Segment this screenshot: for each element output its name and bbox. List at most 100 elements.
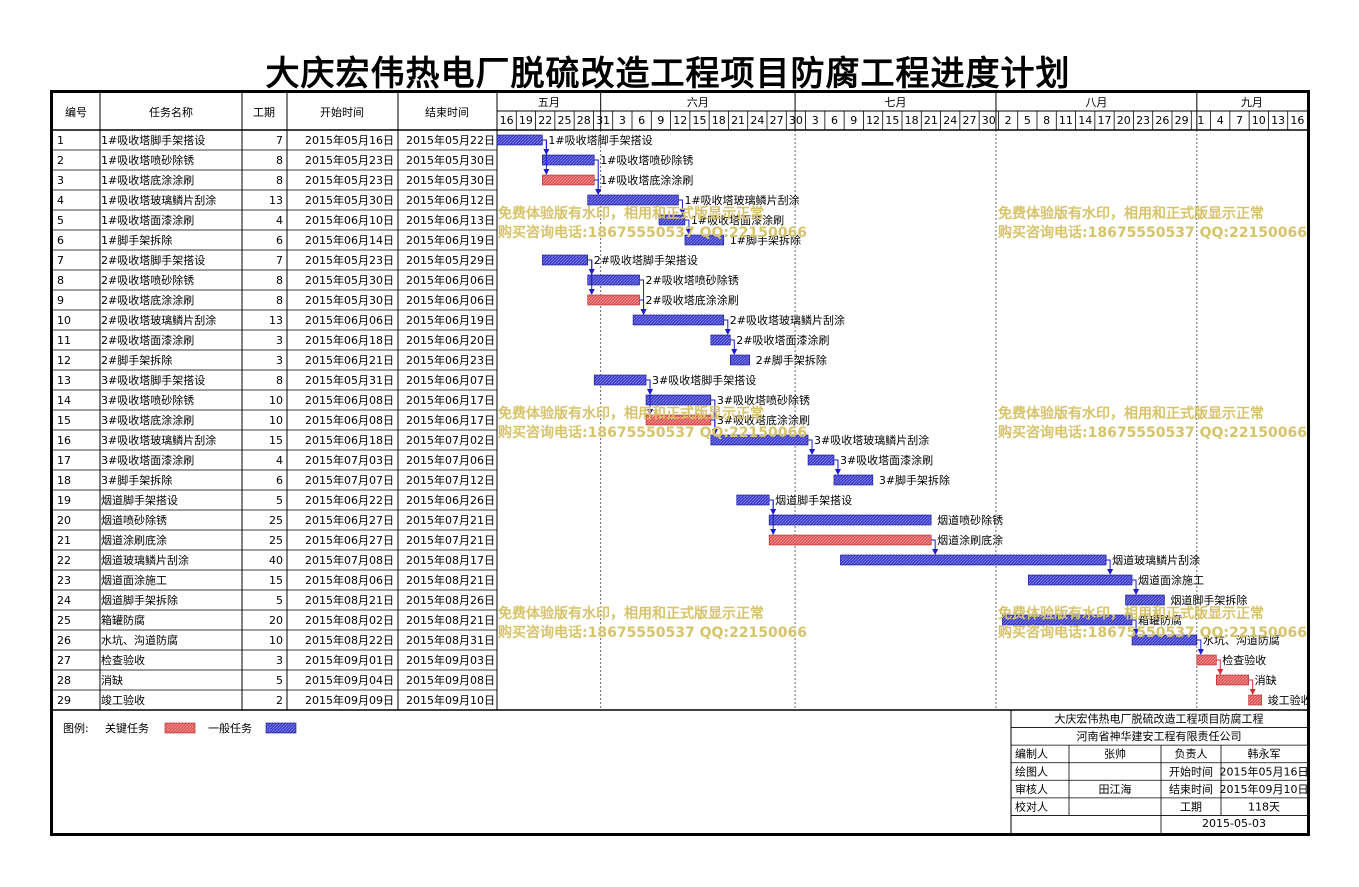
normal-task-bar[interactable] [840, 554, 1107, 566]
bar-label: 1#吸收塔底涂涂刷 [600, 173, 693, 187]
task-duration: 8 [276, 274, 283, 287]
info-cell: 审核人 [1015, 782, 1048, 796]
task-name[interactable]: 竣工验收 [101, 693, 145, 707]
task-name[interactable]: 1#吸收塔底涂涂刷 [101, 173, 194, 187]
task-name[interactable]: 2#吸收塔玻璃鳞片刮涂 [101, 313, 216, 327]
task-end: 2015年08月26日 [406, 593, 495, 607]
info-cell: 张帅 [1104, 748, 1126, 761]
task-id: 27 [57, 654, 71, 667]
page-title: 大庆宏伟热电厂脱硫改造工程项目防腐工程进度计划 [265, 54, 1071, 94]
critical-task-bar[interactable] [768, 534, 932, 546]
normal-task-bar[interactable] [587, 274, 640, 286]
task-duration: 25 [269, 534, 283, 547]
task-duration: 2 [276, 694, 283, 707]
task-start: 2015年09月09日 [305, 693, 394, 707]
task-name[interactable]: 3#吸收塔玻璃鳞片刮涂 [101, 433, 216, 447]
day-tick-label: 4 [1217, 114, 1224, 127]
task-name[interactable]: 检查验收 [101, 653, 145, 667]
task-start: 2015年05月16日 [305, 133, 394, 147]
dependency-link [1132, 619, 1140, 635]
day-tick-label: 10 [1252, 114, 1266, 127]
task-duration: 10 [269, 394, 283, 407]
task-start: 2015年05月31日 [305, 373, 394, 387]
normal-task-bar[interactable] [496, 134, 543, 146]
task-id: 8 [57, 274, 64, 287]
normal-task-bar[interactable] [1028, 574, 1133, 586]
normal-task-bar[interactable] [807, 454, 835, 466]
critical-task-bar[interactable] [645, 414, 712, 426]
task-start: 2015年06月18日 [305, 333, 394, 347]
task-name[interactable]: 2#吸收塔面漆涂刷 [101, 333, 194, 347]
day-tick-label: 9 [850, 114, 857, 127]
month-label: 九月 [1241, 96, 1263, 109]
critical-task-bar[interactable] [1248, 694, 1262, 706]
task-name[interactable]: 3#吸收塔脚手架搭设 [101, 373, 205, 387]
task-duration: 7 [276, 254, 283, 267]
normal-task-bar[interactable] [729, 354, 751, 366]
task-name[interactable]: 烟道脚手架搭设 [101, 493, 178, 507]
column-header-2: 工期 [253, 106, 275, 119]
task-name[interactable]: 3#吸收塔底涂涂刷 [101, 413, 194, 427]
normal-task-bar[interactable] [542, 254, 589, 266]
task-name[interactable]: 消缺 [101, 673, 123, 687]
normal-task-bar[interactable] [593, 374, 647, 386]
bar-label: 烟道脚手架搭设 [775, 493, 852, 507]
critical-task-bar[interactable] [1215, 674, 1249, 686]
task-name[interactable]: 3#脚手架拆除 [101, 473, 172, 487]
info-cell: 编制人 [1015, 747, 1048, 761]
bar-label: 1#脚手架拆除 [730, 233, 801, 247]
task-name[interactable]: 1#吸收塔脚手架搭设 [101, 133, 205, 147]
task-name[interactable]: 1#吸收塔喷砂除锈 [101, 153, 194, 167]
task-name[interactable]: 1#脚手架拆除 [101, 233, 172, 247]
task-id: 9 [57, 294, 64, 307]
task-duration: 8 [276, 294, 283, 307]
critical-task-bar[interactable] [1196, 654, 1217, 666]
day-tick-label: 6 [831, 114, 838, 127]
task-name[interactable]: 水坑、沟道防腐 [101, 633, 178, 647]
task-end: 2015年06月06日 [406, 273, 495, 287]
normal-task-bar[interactable] [684, 234, 725, 246]
normal-task-bar[interactable] [736, 494, 770, 506]
task-end: 2015年09月03日 [406, 653, 495, 667]
task-name[interactable]: 1#吸收塔玻璃鳞片刮涂 [101, 193, 216, 207]
bar-label: 1#吸收塔面漆涂刷 [691, 213, 784, 227]
critical-task-bar[interactable] [542, 174, 595, 186]
normal-task-bar[interactable] [1125, 594, 1165, 606]
task-name[interactable]: 2#吸收塔底涂涂刷 [101, 293, 194, 307]
task-name[interactable]: 2#吸收塔脚手架搭设 [101, 253, 205, 267]
task-name[interactable]: 烟道玻璃鳞片刮涂 [101, 553, 189, 567]
task-name[interactable]: 2#吸收塔喷砂除锈 [101, 273, 194, 287]
watermark-line1: 免费体验版有水印，相用和正式版显示正常 [498, 605, 764, 622]
month-label: 五月 [538, 96, 560, 109]
bar-label: 3#吸收塔底涂涂刷 [717, 413, 810, 427]
normal-task-bar[interactable] [833, 474, 874, 486]
watermark-line1: 免费体验版有水印，相用和正式版显示正常 [998, 605, 1264, 622]
dependency-link [769, 499, 777, 515]
dependency-link [730, 339, 738, 355]
normal-task-bar[interactable] [542, 154, 595, 166]
day-tick-label: 11 [1059, 114, 1073, 127]
day-tick-label: 24 [750, 114, 764, 127]
watermark-line1: 免费体验版有水印，相用和正式版显示正常 [498, 405, 764, 422]
task-end: 2015年08月31日 [406, 633, 495, 647]
normal-task-bar[interactable] [645, 394, 712, 406]
task-id: 23 [57, 574, 71, 587]
normal-task-bar[interactable] [632, 314, 725, 326]
task-name[interactable]: 2#脚手架拆除 [101, 353, 172, 367]
dependency-link [542, 139, 550, 155]
task-name[interactable]: 烟道脚手架拆除 [101, 593, 178, 607]
normal-task-bar[interactable] [710, 334, 731, 346]
task-name[interactable]: 烟道涂刷底涂 [101, 533, 167, 547]
task-name[interactable]: 3#吸收塔喷砂除锈 [101, 393, 194, 407]
task-id: 20 [57, 514, 71, 527]
task-name[interactable]: 箱罐防腐 [101, 613, 145, 627]
task-name[interactable]: 3#吸收塔面漆涂刷 [101, 453, 194, 467]
normal-task-bar[interactable] [587, 194, 679, 206]
task-name[interactable]: 1#吸收塔面漆涂刷 [101, 213, 194, 227]
task-end: 2015年07月21日 [406, 533, 495, 547]
critical-task-bar[interactable] [587, 294, 640, 306]
day-tick-label: 26 [1155, 114, 1169, 127]
task-name[interactable]: 烟道喷砂除锈 [101, 513, 167, 527]
normal-task-bar[interactable] [768, 514, 932, 526]
task-name[interactable]: 烟道面涂施工 [101, 573, 167, 587]
